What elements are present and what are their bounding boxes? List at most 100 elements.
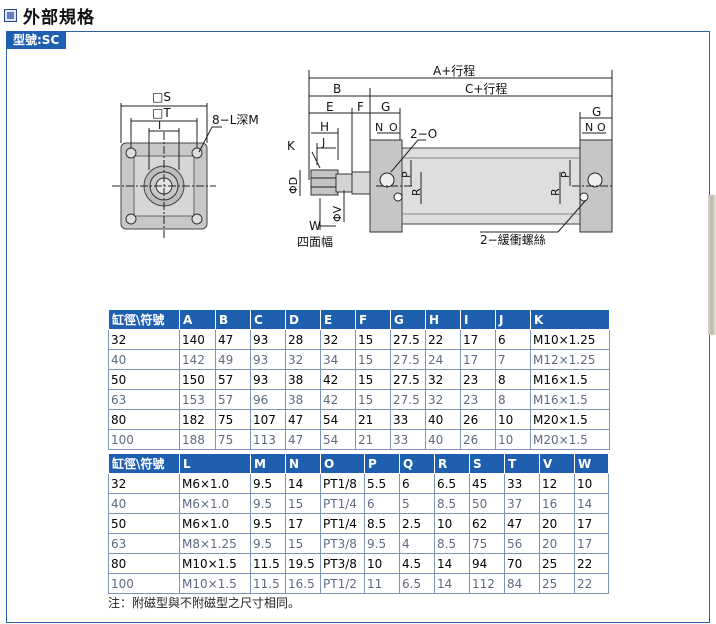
label-k: K [287,139,296,153]
table-cell: 17 [285,513,321,534]
column-header: N [285,453,321,474]
table-cell: 20 [539,533,575,554]
column-header: A [179,309,216,330]
table-cell: M6×1.0 [179,513,251,534]
column-header: J [495,309,531,330]
table-cell: 80 [108,553,180,574]
table-cell: 93 [250,349,286,370]
column-header: L [179,453,251,474]
label-g-left: G [381,100,390,114]
table-cell: PT3/8 [320,533,365,554]
table-cell: 40 [425,429,461,450]
table-cell: PT1/4 [320,513,365,534]
table-cell: 9.5 [250,493,286,514]
table-cell: 27.5 [390,329,426,350]
table-cell: 100 [108,429,180,450]
table-cell: 38 [285,389,321,410]
label-thread: 8−L深M [212,113,259,127]
table-cell: M8×1.25 [179,533,251,554]
table-cell: 10 [495,429,531,450]
table-cell: 22 [574,573,609,594]
column-header: Q [399,453,435,474]
table-cell: M10×1.5 [179,573,251,594]
column-header: 缸徑\符號 [108,309,180,330]
label-d: ΦD [287,177,300,194]
table-cell: 50 [108,513,180,534]
table-cell: 47 [285,409,321,430]
table-cell: 9.5 [250,513,286,534]
table-cell: 11.5 [250,553,286,574]
table-cell: 2.5 [399,513,435,534]
column-header: 缸徑\符號 [108,453,180,474]
side-view [299,70,613,233]
table-cell: 75 [215,429,251,450]
section-icon [4,8,17,22]
table-cell: 24 [425,349,461,370]
table-cell: 23 [460,389,496,410]
label-g-right: G [592,105,601,119]
table-cell: 15 [355,349,391,370]
table-cell: 80 [108,409,180,430]
table-cell: 150 [179,369,216,390]
table-cell: 38 [285,369,321,390]
table-cell: 32 [425,389,461,410]
table-cell: 7 [495,349,531,370]
label-f: F [357,100,364,114]
label-j: J [321,136,325,149]
front-view [112,103,222,238]
table-cell: 6 [495,329,531,350]
table-cell: 50 [108,369,180,390]
footnote: 注：附磁型與不附磁型之尺寸相同。 [108,596,301,610]
column-header: M [250,453,286,474]
table-cell: 22 [574,553,609,574]
dimension-drawing: □S □T I 8−L深M A+行程 B C+行程 E F G G H J K … [112,63,613,249]
table-cell: 140 [179,329,216,350]
label-w: W [309,219,321,233]
table-cell: 37 [504,493,540,514]
table-cell: M16×1.5 [530,389,610,410]
table-cell: 15 [355,329,391,350]
table-cell: 15 [355,369,391,390]
column-header: O [320,453,365,474]
table-cell: 142 [179,349,216,370]
table-cell: 20 [539,513,575,534]
table-cell: 26 [460,409,496,430]
table-cell: 15 [285,493,321,514]
table-cell: 5 [399,493,435,514]
model-tab: 型號:SC [6,31,67,49]
table-cell: 4.5 [399,553,435,574]
table-cell: 4 [399,533,435,554]
table-cell: PT1/8 [320,473,365,494]
column-header: B [215,309,251,330]
table-cell: 40 [108,349,180,370]
table-cell: 112 [469,573,505,594]
table-cell: 42 [320,369,356,390]
table-cell: 27.5 [390,369,426,390]
table-cell: 100 [108,573,180,594]
table-cell: 8.5 [434,493,470,514]
column-header: T [504,453,540,474]
label-cushion: 2−緩衝螺絲 [480,232,546,247]
table-cell: 93 [250,369,286,390]
table-cell: 6 [364,493,400,514]
table-cell: 9.5 [364,533,400,554]
label-o-right: O [597,121,606,134]
column-header: V [539,453,575,474]
column-header: K [530,309,610,330]
table-cell: M16×1.5 [530,369,610,390]
column-header: S [469,453,505,474]
table-cell: 12 [539,473,575,494]
table-cell: 70 [504,553,540,574]
table-cell: 8 [495,369,531,390]
label-a-stroke: A+行程 [433,63,475,78]
table-cell: 32 [425,369,461,390]
label-r-right: R [549,188,562,196]
table-cell: M20×1.5 [530,409,610,430]
